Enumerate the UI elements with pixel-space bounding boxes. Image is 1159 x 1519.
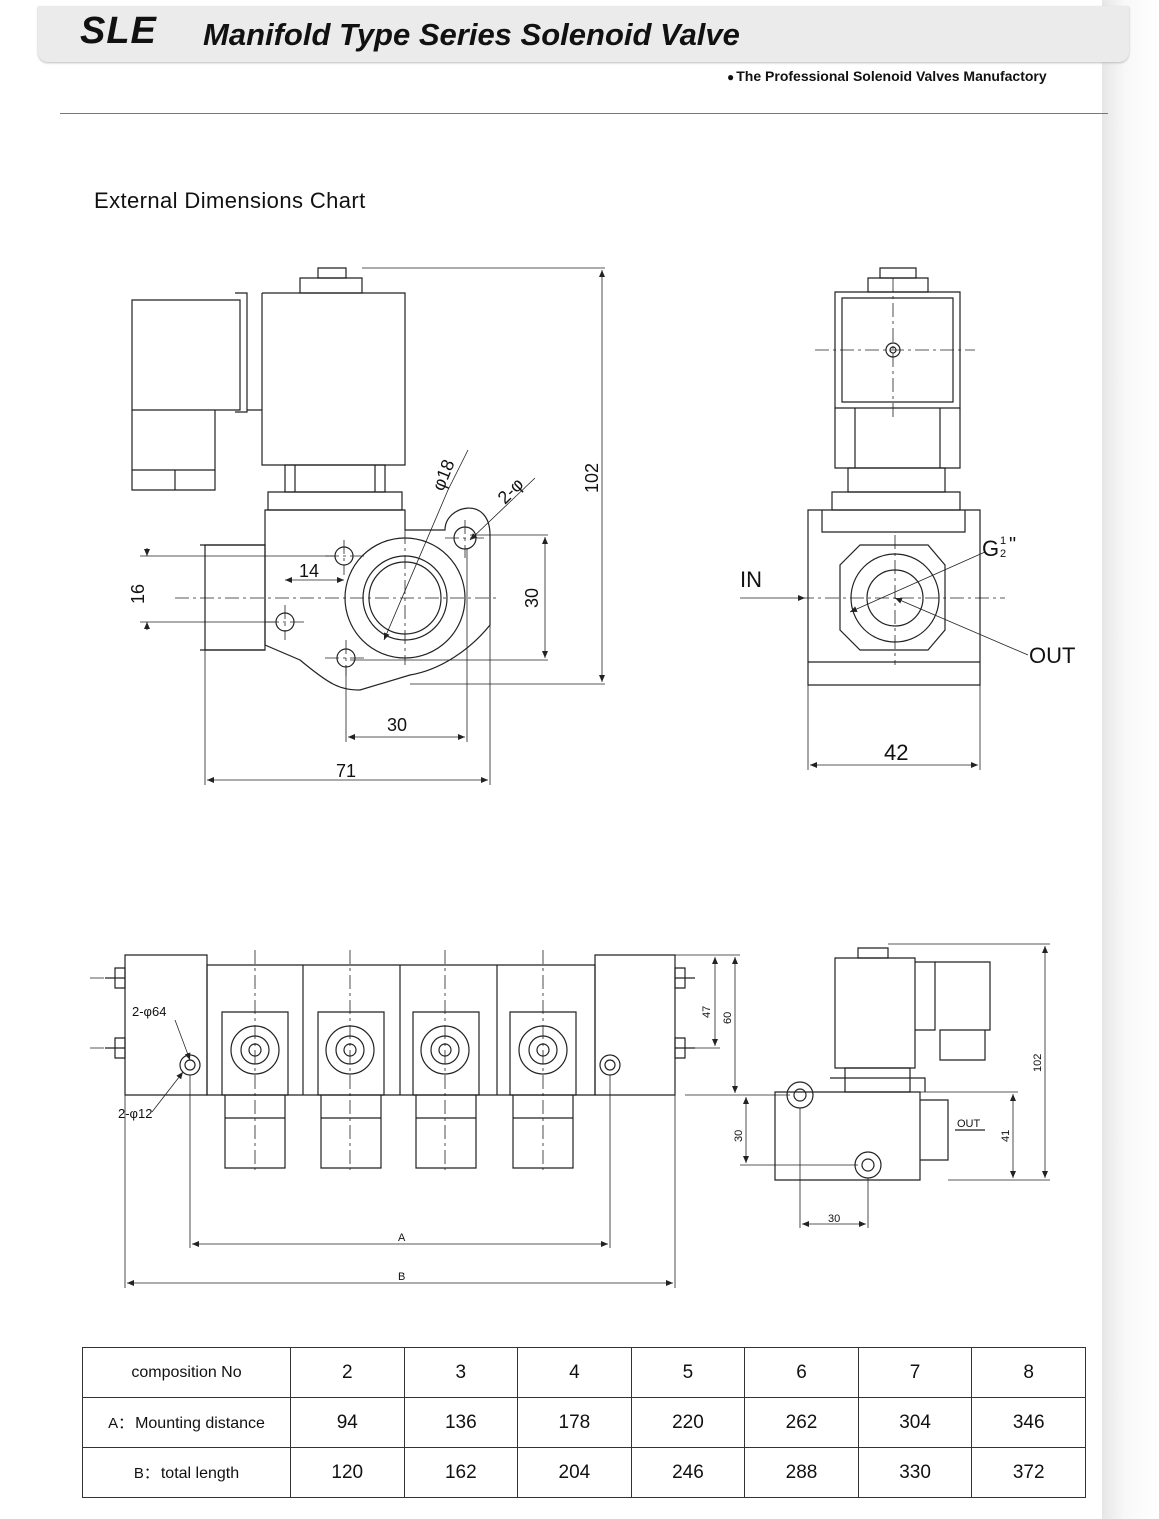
- top-nut: [299, 277, 363, 294]
- table-row: B：total length 120 162 204 246 288 330 3…: [82, 1447, 1086, 1498]
- table-cell: 162: [403, 1447, 519, 1498]
- table-cell: 136: [403, 1397, 519, 1448]
- table-row: A：Mounting distance 94 136 178 220 262 3…: [82, 1397, 1086, 1448]
- manifold-side-view: [740, 943, 1050, 1228]
- tagline-text: The Professional Solenoid Valves Manufac…: [736, 68, 1047, 84]
- table-cell: 330: [857, 1447, 973, 1498]
- manifold-view: [90, 950, 740, 1288]
- label-60: 60: [722, 1012, 734, 1024]
- label-out-side: OUT: [957, 1118, 981, 1130]
- table-cell: 220: [630, 1397, 746, 1448]
- table-cell: 2: [290, 1347, 405, 1398]
- table-cell: 246: [630, 1447, 746, 1498]
- label-42: 42: [884, 740, 908, 765]
- label-2phi12: 2-φ12: [118, 1106, 152, 1121]
- row-prefix: A：: [108, 1415, 134, 1432]
- side-block: [774, 1091, 921, 1181]
- label-in: IN: [740, 567, 762, 592]
- label-frac-den: 2: [1000, 548, 1006, 560]
- side-body: [807, 509, 981, 686]
- label-30v-side: 30: [733, 1130, 745, 1142]
- header-bar: [38, 6, 1129, 62]
- header-rule: [60, 113, 1108, 114]
- label-inch: ": [1009, 534, 1016, 556]
- side-view: [740, 267, 1029, 770]
- valve-unit-2: [317, 1011, 385, 1169]
- front-view: [131, 267, 605, 785]
- table-row: composition No 2 3 4 5 6 7 8: [82, 1347, 1086, 1398]
- valve-body: [264, 507, 491, 691]
- table-cell: 346: [971, 1397, 1086, 1448]
- row-prefix: B：: [133, 1465, 159, 1482]
- coil: [247, 292, 406, 466]
- label-out: OUT: [1029, 643, 1075, 668]
- table-cell: 204: [517, 1447, 632, 1498]
- table-cell: 4: [517, 1347, 632, 1398]
- label-47: 47: [701, 1006, 713, 1018]
- page-title: Manifold Type Series Solenoid Valve: [203, 17, 740, 52]
- right-edge-shade: [1102, 0, 1159, 1519]
- label-102-side: 102: [1032, 1054, 1044, 1072]
- row-label: B：total length: [82, 1447, 291, 1498]
- label-14: 14: [299, 561, 319, 581]
- connector-box: [131, 299, 241, 411]
- table-cell: 8: [971, 1347, 1086, 1398]
- bullet-icon: ●: [727, 70, 735, 84]
- label-30v: 30: [522, 588, 542, 608]
- table-cell: 178: [517, 1397, 632, 1448]
- table-cell: 3: [403, 1347, 519, 1398]
- table-cell: 304: [857, 1397, 973, 1448]
- table-cell: 5: [630, 1347, 746, 1398]
- table-cell: 120: [290, 1447, 405, 1498]
- table-cell: 6: [744, 1347, 859, 1398]
- table-cell: 94: [290, 1397, 405, 1448]
- label-102: 102: [582, 463, 602, 493]
- table-cell: 7: [857, 1347, 973, 1398]
- side-hex: [839, 544, 946, 651]
- valve-unit-3: [412, 1011, 480, 1169]
- label-30h-side: 30: [828, 1213, 840, 1225]
- row-label-text: total length: [160, 1465, 240, 1482]
- label-41: 41: [1000, 1130, 1012, 1142]
- section-title: External Dimensions Chart: [94, 188, 366, 213]
- label-B: B: [398, 1271, 405, 1283]
- table-cell: 288: [744, 1447, 859, 1498]
- manifold-bar: [206, 964, 596, 1096]
- brand-name: SLE: [80, 10, 157, 52]
- label-phi18: φ18: [428, 457, 458, 494]
- dimensions-table: composition No 2 3 4 5 6 7 8 A：Mounting …: [82, 1347, 1086, 1498]
- label-16: 16: [128, 584, 148, 604]
- table-header-label: composition No: [82, 1347, 291, 1398]
- table-cell: 372: [971, 1447, 1086, 1498]
- label-A: A: [398, 1232, 406, 1244]
- label-2phi: 2-φ: [494, 474, 528, 508]
- port-block: [204, 544, 266, 651]
- label-g-thread: G: [982, 536, 999, 561]
- label-30h: 30: [387, 715, 407, 735]
- label-frac-num: 1: [1000, 535, 1006, 547]
- row-label-text: Mounting distance: [135, 1415, 265, 1432]
- label-71: 71: [336, 761, 356, 781]
- label-2phi64: 2-φ64: [132, 1004, 166, 1019]
- bottom-nut: [284, 464, 386, 493]
- table-cell: 262: [744, 1397, 859, 1448]
- row-label: A：Mounting distance: [82, 1397, 291, 1448]
- tagline: ●The Professional Solenoid Valves Manufa…: [727, 68, 1047, 84]
